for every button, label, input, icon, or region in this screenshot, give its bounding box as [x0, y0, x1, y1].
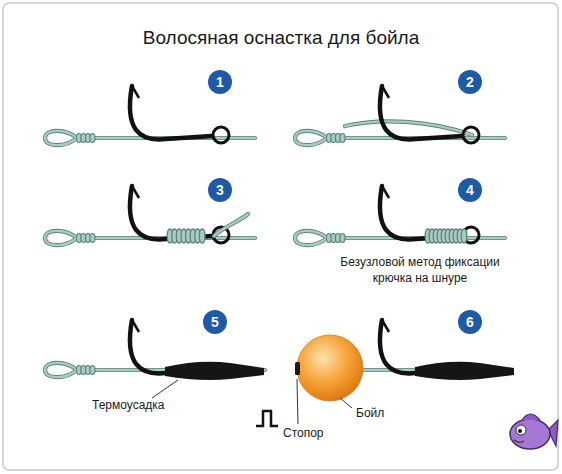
hook-barb [382, 320, 389, 332]
knot-turn [90, 366, 95, 375]
heat-shrink [415, 362, 514, 380]
hook-barb [382, 86, 389, 98]
hook-eye [463, 127, 479, 143]
hook-barb [132, 320, 139, 332]
boilie [297, 335, 363, 401]
knot-turn [90, 134, 95, 143]
hair-loop [45, 363, 77, 377]
hair-loop [295, 131, 327, 145]
hook-barb [132, 86, 139, 98]
callout-badge [458, 310, 482, 334]
tag-end [214, 214, 248, 236]
hair-loop [45, 131, 77, 145]
hair-loop [45, 131, 77, 145]
hair-loop [295, 231, 327, 245]
leader-line [152, 380, 178, 398]
hair-loop [295, 231, 327, 245]
title: Волосяная оснастка для бойла [143, 27, 419, 49]
part-name: Термоусадка [92, 398, 165, 412]
callout-number: 6 [466, 314, 474, 330]
stopper [295, 362, 300, 375]
hook [380, 86, 462, 139]
callout-badge [458, 178, 482, 202]
hair-loop [45, 231, 77, 245]
hair-loop [45, 231, 77, 245]
tag-end [214, 214, 248, 236]
line-wrap [461, 229, 467, 243]
line-wrap [199, 229, 205, 243]
callout-badge [208, 178, 232, 202]
hair-loop [45, 363, 77, 377]
callout-number: 5 [211, 314, 219, 330]
hook [130, 86, 212, 139]
hair-loop [295, 131, 327, 145]
caption-note: Безузловой метод фиксации крючка на шнур… [325, 254, 515, 286]
leader-line [297, 379, 298, 424]
part-name: Бойл [356, 406, 384, 420]
knot-turn [90, 234, 95, 243]
stopper-icon [256, 411, 278, 426]
part-name: Стопор [283, 426, 324, 440]
callout-number: 2 [466, 74, 474, 90]
fish-mascot [510, 414, 558, 449]
knot-turn [340, 234, 345, 243]
callout-badge [203, 310, 227, 334]
callout-number: 1 [216, 74, 224, 90]
tag-end [345, 121, 472, 135]
callout-badge [458, 70, 482, 94]
callout-number: 3 [216, 182, 224, 198]
hook-eye [213, 127, 229, 143]
hook-barb [132, 186, 139, 198]
callout-badge [208, 70, 232, 94]
knot-turn [340, 134, 345, 143]
heat-shrink [165, 362, 264, 380]
hook-barb [382, 186, 389, 198]
tag-end [345, 121, 472, 135]
frame [3, 3, 558, 470]
leader-line [340, 398, 352, 408]
callout-number: 4 [466, 182, 474, 198]
